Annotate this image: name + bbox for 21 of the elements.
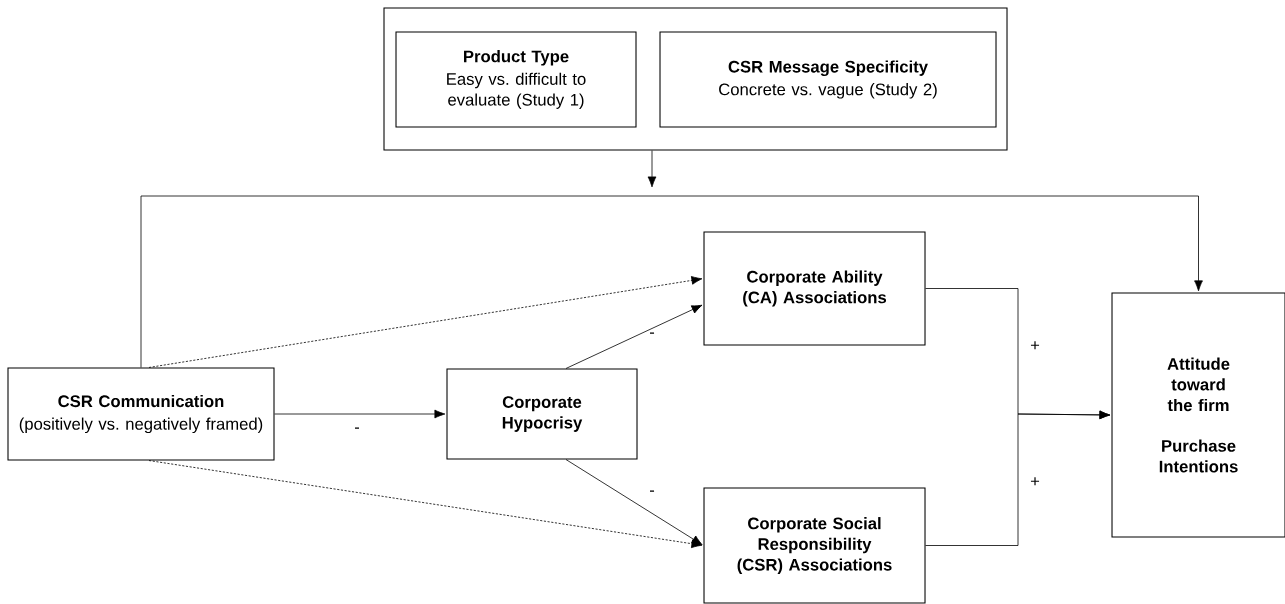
edge-label: + (1028, 475, 1042, 489)
edge-label: - (647, 489, 657, 497)
arrow (565, 459, 703, 546)
edge-label: - (352, 426, 362, 434)
arrow (925, 410, 1111, 546)
concept-box: Attitude toward the firm Purchase Intentions (1111, 292, 1285, 538)
concept-box: Corporate Ability (CA) Associations (703, 231, 926, 346)
edge-label: - (647, 331, 657, 339)
arrow (148, 276, 703, 368)
arrow (148, 460, 703, 549)
concept-box: Product Type Easy vs. difficult to evaluate (Study 1) (395, 31, 637, 128)
concept-box: Corporate Hypocrisy (446, 368, 638, 460)
edge-label: + (1028, 339, 1042, 353)
concept-box: CSR Message Specificity Concrete vs. vague (Study 2) (659, 31, 997, 128)
arrow (140, 195, 1203, 368)
arrow (565, 304, 703, 369)
moderator-box (383, 7, 1008, 151)
concept-box: CSR Communication (positively vs. negatively framed) (7, 367, 275, 461)
arrow (274, 409, 446, 419)
arrow (647, 150, 657, 188)
concept-box: Corporate Social Responsibility (CSR) Associations (703, 487, 926, 604)
